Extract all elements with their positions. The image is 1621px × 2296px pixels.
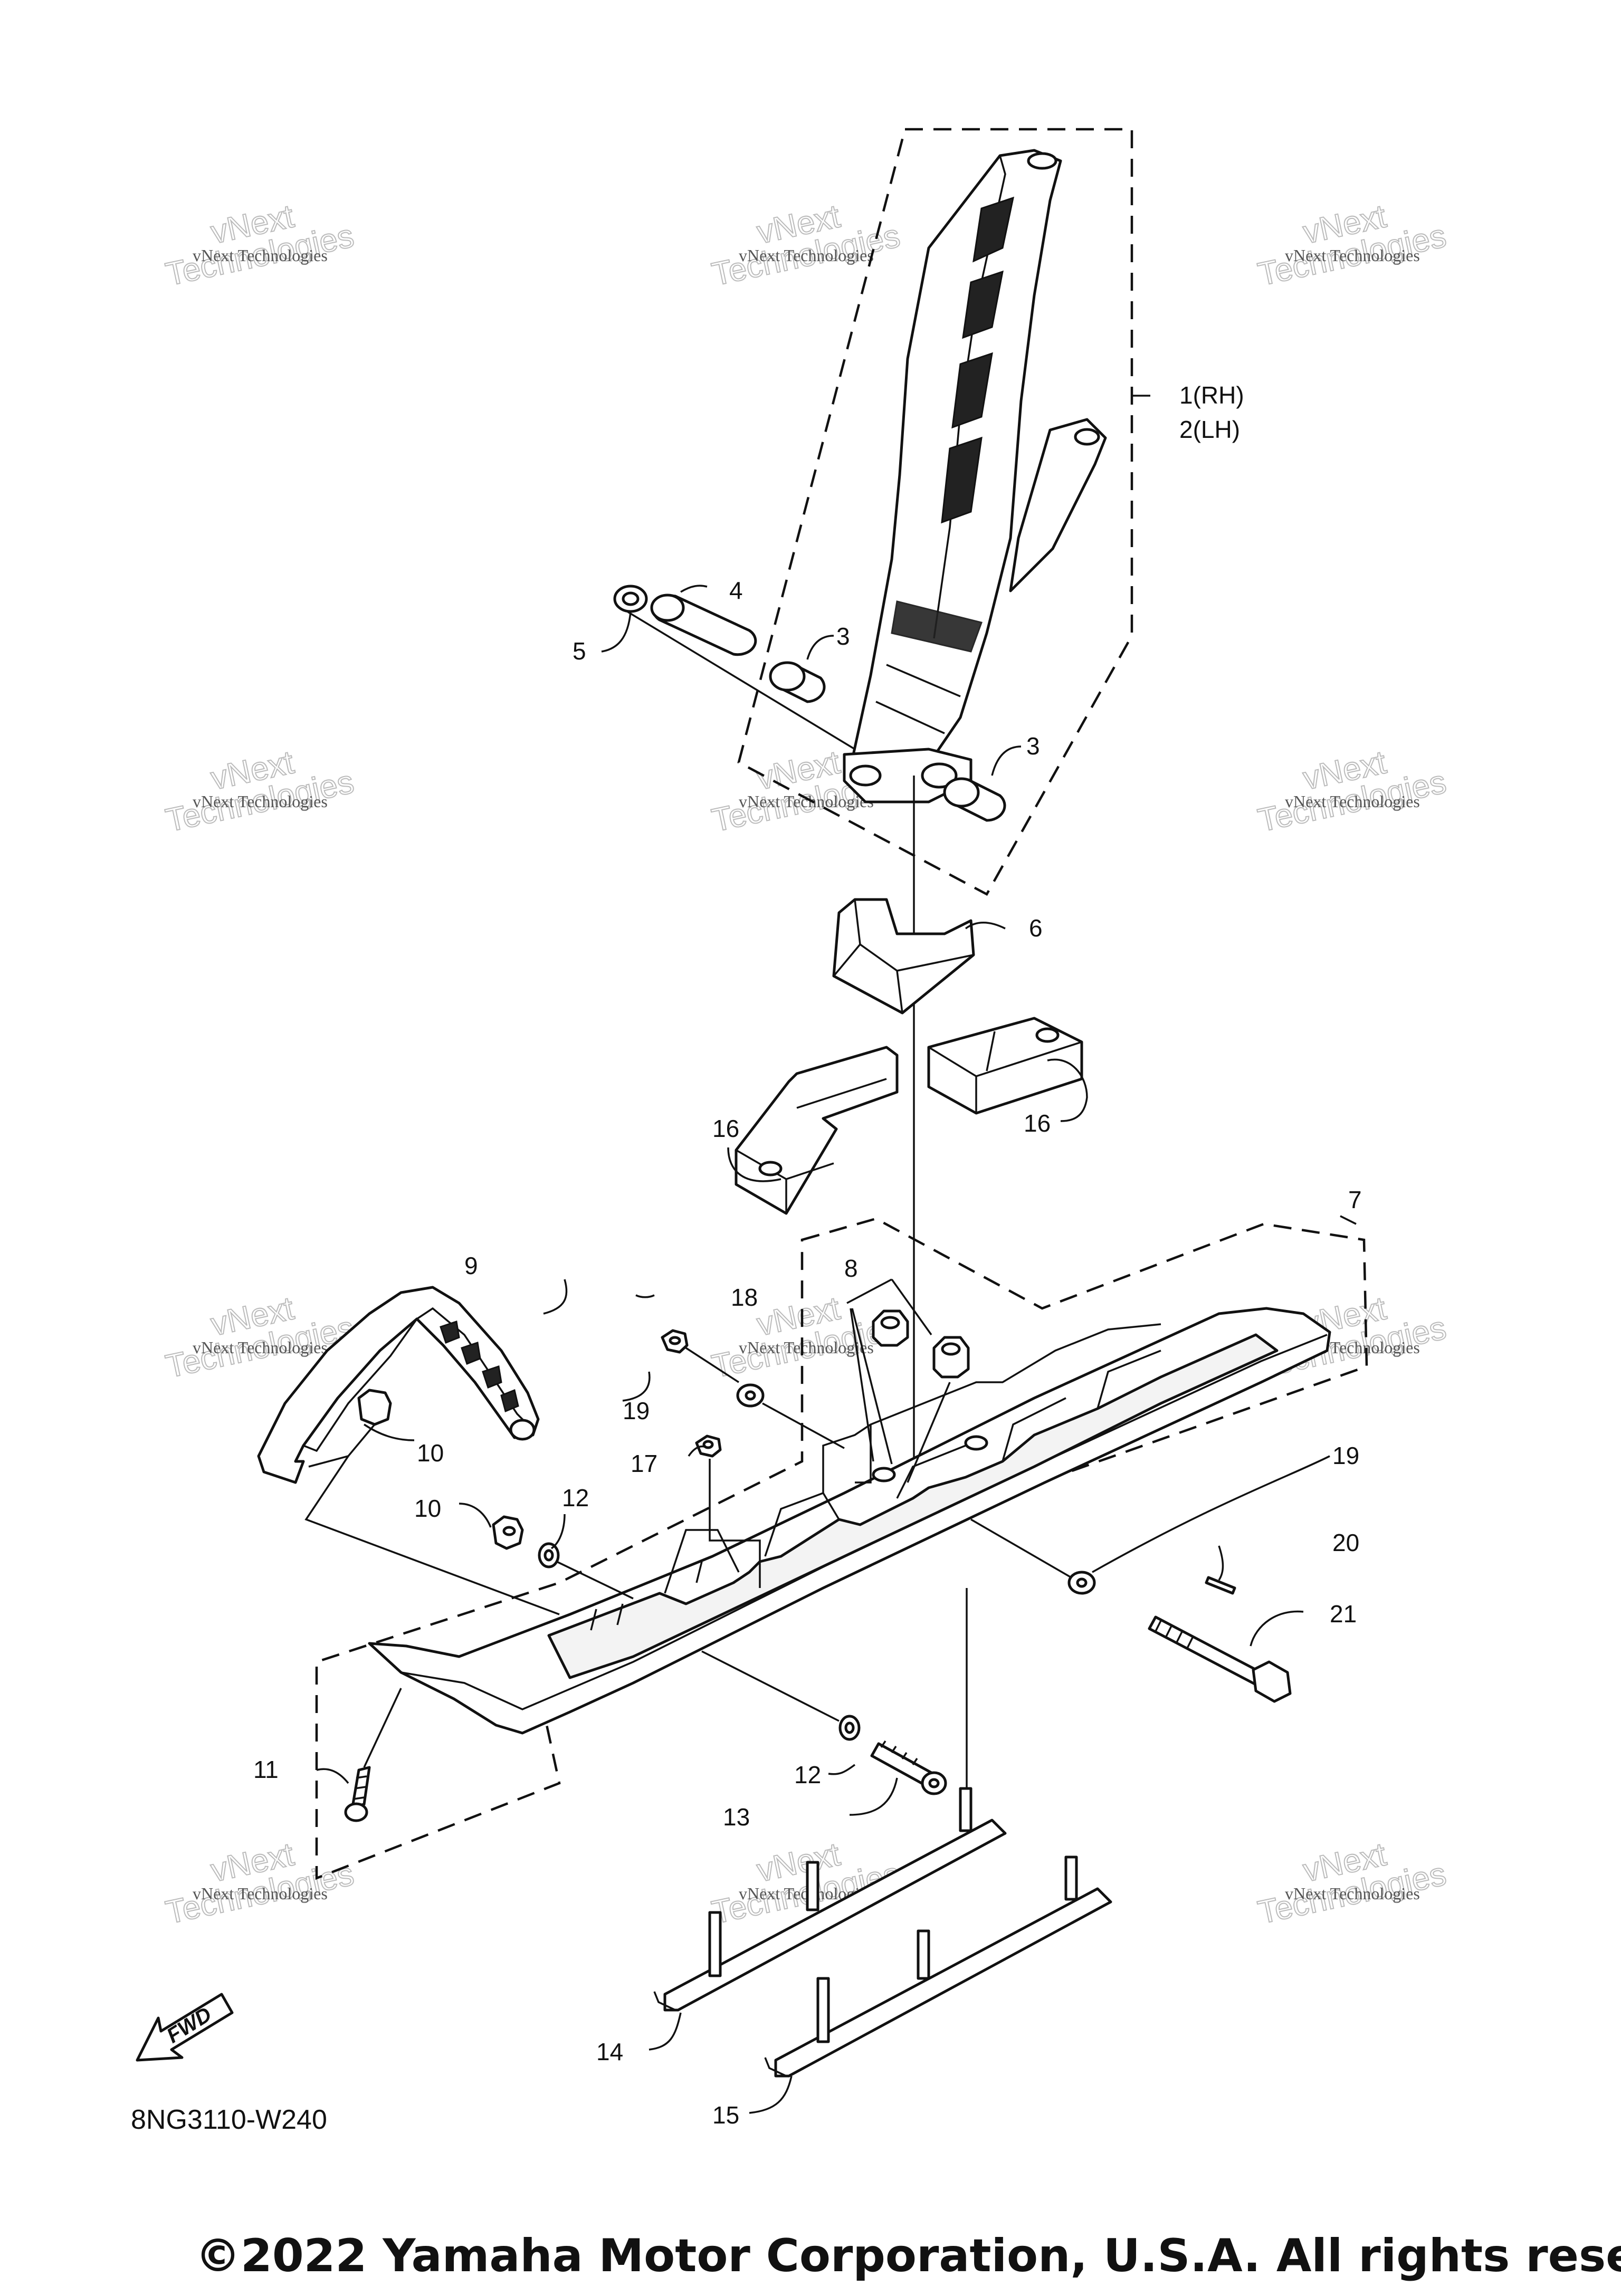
part-14-runner (653, 1787, 1007, 2012)
watermark: Technologies vNext vNext Technologies (1254, 743, 1450, 839)
part-13-bolt (870, 1740, 947, 1795)
callout-10a: 10 (417, 1439, 444, 1467)
svg-text:vNext Technologies: vNext Technologies (739, 1338, 874, 1357)
callout-2: 2(LH) (1179, 416, 1240, 443)
callout-5: 5 (573, 637, 586, 665)
callout-15: 15 (712, 2101, 739, 2129)
svg-text:vNext Technologies: vNext Technologies (193, 1884, 328, 1903)
copyright-notice: ©2022 Yamaha Motor Corporation, U.S.A. A… (195, 2230, 1621, 2282)
part-15-runner (764, 1855, 1112, 2078)
part-7-ski (368, 1307, 1331, 1735)
diagram-code: 8NG3110-W240 (131, 2104, 327, 2135)
part-19-washer-upper (736, 1383, 845, 1449)
callout-21: 21 (1330, 1600, 1357, 1628)
part-6-pad (832, 898, 975, 1015)
callout-labels: 1(RH) 2(LH) 4 5 3 3 6 16 16 7 8 9 18 19 … (253, 381, 1362, 2129)
watermark: Technologies vNext vNext Technologies (162, 1835, 357, 1931)
part-10-nut-upper (304, 1389, 560, 1615)
fwd-arrow-icon: FWD (136, 1993, 234, 2062)
callout-20: 20 (1332, 1529, 1359, 1556)
part-8-nuts (846, 1278, 970, 1483)
callout-3a: 3 (836, 623, 850, 650)
callout-14: 14 (596, 2038, 623, 2065)
callout-7: 7 (1348, 1186, 1362, 1213)
part-9-ski-loop (257, 1286, 540, 1484)
callout-1: 1(RH) (1179, 381, 1244, 409)
callout-8: 8 (844, 1255, 858, 1282)
watermark: Technologies vNext vNext Technologies (1254, 1835, 1450, 1931)
svg-text:vNext Technologies: vNext Technologies (739, 792, 874, 811)
part-11-bolt (344, 1688, 402, 1822)
callout-18: 18 (731, 1284, 758, 1311)
part-16-pad-right (927, 1017, 1083, 1115)
svg-text:vNext Technologies: vNext Technologies (193, 246, 328, 265)
callout-12a: 12 (562, 1484, 589, 1511)
callout-4: 4 (729, 577, 743, 604)
svg-text:vNext Technologies: vNext Technologies (1285, 246, 1420, 265)
svg-text:vNext Technologies: vNext Technologies (739, 246, 874, 265)
callout-9: 9 (464, 1252, 478, 1279)
part-16-pad-left (735, 1046, 899, 1215)
svg-text:vNext Technologies: vNext Technologies (1285, 792, 1420, 811)
part-18-nut (661, 1329, 739, 1383)
part-12-washer-lower (701, 1650, 861, 1741)
callout-12b: 12 (794, 1761, 821, 1788)
callout-16b: 16 (1024, 1109, 1051, 1137)
callout-19b: 19 (1332, 1442, 1359, 1469)
part-20-cotter-pin (1205, 1576, 1236, 1595)
part-21-bolt (1148, 1615, 1292, 1703)
watermark: Technologies vNext vNext Technologies (162, 743, 357, 839)
part-19-washer-lower (970, 1518, 1096, 1595)
svg-text:vNext Technologies: vNext Technologies (193, 792, 328, 811)
callout-6: 6 (1029, 914, 1043, 942)
callout-11: 11 (253, 1756, 279, 1783)
callout-17: 17 (631, 1450, 657, 1477)
part-ski-standard (737, 128, 1150, 896)
part-10-nut-lower (492, 1515, 524, 1550)
part-bushings (613, 585, 1006, 822)
svg-text:vNext Technologies: vNext Technologies (193, 1338, 328, 1357)
part-12-washer-upper (538, 1542, 634, 1600)
watermark: Technologies vNext vNext Technologies (162, 197, 357, 293)
callout-3b: 3 (1026, 732, 1040, 760)
callout-10b: 10 (414, 1495, 441, 1522)
svg-text:vNext Technologies: vNext Technologies (1285, 1884, 1420, 1903)
leader-lines (316, 585, 1330, 2114)
part-17-nut (695, 1434, 761, 1588)
watermark: Technologies vNext vNext Technologies (1254, 197, 1450, 293)
callout-13: 13 (723, 1803, 750, 1831)
callout-19a: 19 (623, 1397, 650, 1424)
callout-16a: 16 (712, 1115, 739, 1142)
ski-dashed-group (315, 1217, 1368, 1880)
watermark: Technologies vNext vNext Technologies (708, 197, 903, 293)
